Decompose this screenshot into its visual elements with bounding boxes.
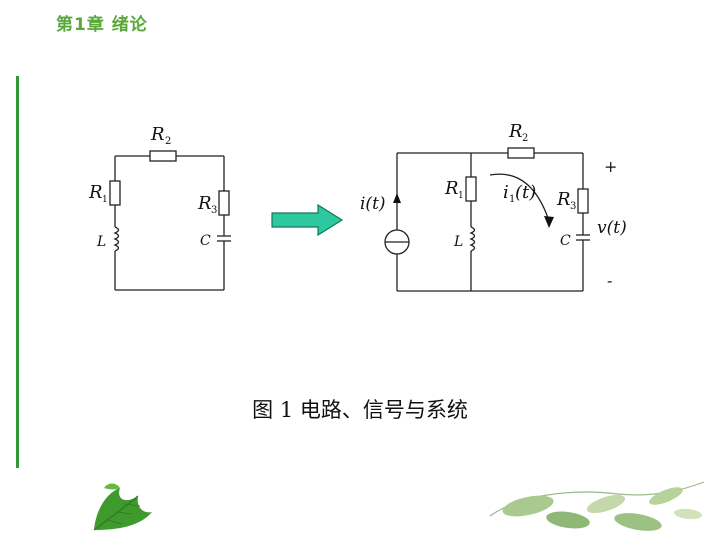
left-r1-resistor: [109, 180, 121, 206]
right-capacitor-label: C: [560, 233, 571, 249]
voltage-plus-sign: +: [604, 157, 617, 176]
right-r2-resistor: [507, 147, 535, 159]
loop-current-arc: [489, 173, 549, 219]
right-r1-label: R: [444, 178, 459, 199]
right-inductor-label: L: [453, 234, 463, 250]
side-bar: [16, 76, 19, 468]
left-r3-label: R: [197, 193, 212, 214]
left-r2-sub: 2: [165, 136, 171, 147]
loop-current-arg: (t): [515, 182, 536, 203]
loop-current-arrow-icon: [544, 216, 554, 228]
source-current-arrow-icon: [393, 193, 401, 203]
figure-caption: 图 1 电路、信号与系统: [252, 398, 468, 422]
left-r1-sub: 1: [102, 195, 108, 205]
voltage-minus-sign: -: [607, 271, 612, 290]
loop-current-label: i: [503, 182, 509, 203]
right-circuit: [384, 147, 590, 292]
left-r2-label: R: [150, 124, 165, 145]
left-inductor-label: L: [96, 234, 106, 250]
right-inductor-coil: [469, 226, 476, 252]
transition-arrow-icon: [271, 203, 344, 237]
source-current-label: i(t): [360, 194, 386, 214]
left-inductor-coil: [113, 226, 120, 252]
right-r1-resistor: [465, 176, 477, 202]
right-r2-label: R: [508, 121, 523, 142]
left-r1-label: R: [88, 182, 103, 203]
loop-current-sub: 1: [509, 194, 515, 205]
right-r3-sub: 3: [570, 201, 576, 212]
voltage-label: v(t): [597, 218, 627, 238]
left-r3-sub: 3: [211, 205, 217, 216]
right-r3-resistor: [577, 188, 589, 214]
leaf-decoration-right-icon: [489, 481, 705, 531]
right-r1-sub: 1: [458, 191, 464, 201]
left-r2-resistor: [149, 150, 177, 162]
right-r2-sub: 2: [522, 133, 528, 144]
left-circuit: [109, 150, 231, 291]
right-r3-label: R: [556, 189, 571, 210]
left-capacitor-label: C: [200, 233, 211, 249]
leaf-decoration-left-icon: [93, 483, 152, 531]
chapter-title: 第1章 绪论: [56, 15, 148, 35]
left-r3-resistor: [218, 190, 230, 216]
